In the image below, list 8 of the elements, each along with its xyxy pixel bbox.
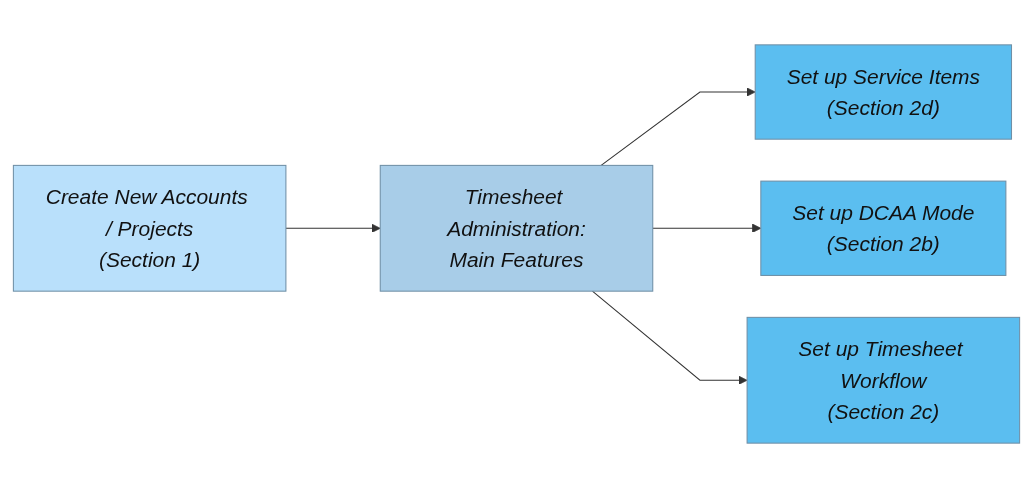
arrow xyxy=(600,86,756,166)
arrow xyxy=(591,290,748,385)
arrow xyxy=(285,223,381,233)
node-box: Timesheet Administration: Main Features xyxy=(379,164,654,292)
node-box: Create New Accounts / Projects (Section 1) xyxy=(12,164,287,292)
node-box: Set up Timesheet Workflow (Section 2c) xyxy=(746,316,1021,444)
node-box: Set up DCAA Mode (Section 2b) xyxy=(760,180,1007,276)
node-box: Set up Service Items (Section 2d) xyxy=(754,43,1013,140)
